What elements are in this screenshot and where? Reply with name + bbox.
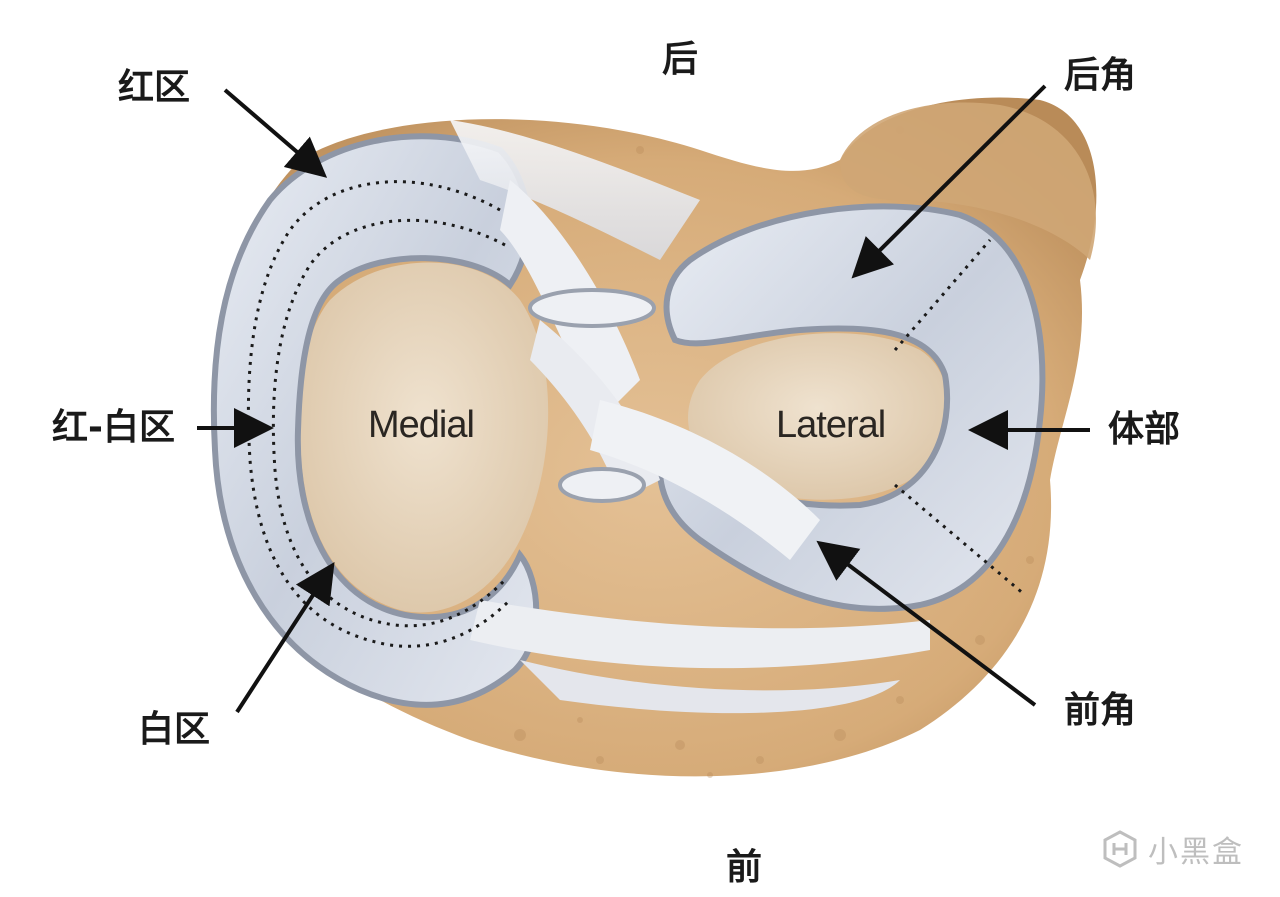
label-white-zone: 白区 — [138, 709, 211, 750]
label-posterior: 后 — [662, 39, 699, 80]
white-zone-boundary — [271, 218, 507, 628]
label-red-white-zone: 红-白区 — [52, 407, 175, 448]
arrow-red-zone — [223, 88, 328, 178]
label-body: 体部 — [1108, 409, 1181, 450]
watermark: 小黑盒 — [1100, 827, 1244, 871]
lateral-cartilage — [688, 333, 948, 500]
lateral-label: Lateral — [776, 404, 885, 446]
label-anterior-horn: 前角 — [1064, 690, 1137, 731]
arrow-white-zone — [235, 561, 335, 714]
arrow-anterior-horn — [816, 540, 1037, 707]
posterior-ligament-stump — [528, 288, 656, 328]
medial-meniscus — [210, 133, 540, 708]
label-red-zone: 红区 — [118, 67, 191, 108]
medial-label: Medial — [368, 404, 474, 446]
posterior-horn-divider — [893, 239, 992, 351]
arrow-posterior-horn — [851, 84, 1047, 279]
medial-cartilage — [300, 262, 549, 613]
label-posterior-horn: 后角 — [1064, 55, 1137, 96]
anterior-ligament-stump — [558, 467, 646, 503]
pointer-arrows — [197, 84, 1090, 714]
red-zone-boundary — [246, 180, 512, 648]
label-anterior: 前 — [726, 847, 763, 888]
anterior-horn-divider — [894, 483, 1026, 597]
watermark-text: 小黑盒 — [1148, 835, 1244, 870]
fibular-head — [840, 102, 1096, 261]
xiaoheihe-logo-icon — [1103, 830, 1137, 868]
